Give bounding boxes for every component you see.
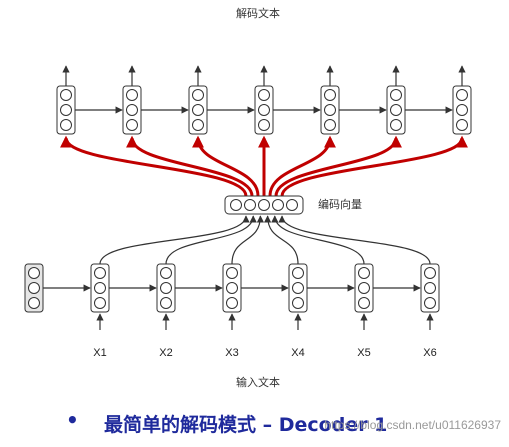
decoder-cell-unit bbox=[456, 119, 468, 131]
decoder-cell bbox=[386, 85, 406, 135]
bullet-point: • bbox=[66, 408, 79, 432]
encoding-vector-unit bbox=[286, 199, 298, 211]
input-token-label: X3 bbox=[225, 347, 238, 359]
encoder-cell-unit bbox=[424, 282, 436, 294]
attention-arrows bbox=[60, 135, 468, 197]
decoder-cell-unit bbox=[60, 119, 72, 131]
input-text-label: 输入文本 bbox=[236, 375, 280, 389]
caption-line: • 最简单的解码模式 – Decoder 1 https://blog.csdn… bbox=[0, 408, 509, 438]
decoder-cell-unit bbox=[258, 104, 270, 116]
decoder-cell-unit bbox=[324, 104, 336, 116]
decoder-cell-unit bbox=[192, 119, 204, 131]
encoder-cell-unit bbox=[292, 297, 304, 309]
encoder-cell-unit bbox=[358, 282, 370, 294]
encoder-cell-unit bbox=[160, 282, 172, 294]
attention-arrow bbox=[274, 135, 402, 197]
encoding-vector-unit bbox=[272, 199, 284, 211]
encoding-vector-unit bbox=[230, 199, 242, 211]
encoder-cell-unit bbox=[292, 267, 304, 279]
input-token-label: X5 bbox=[357, 347, 370, 359]
encoder-cell bbox=[354, 263, 374, 313]
decoder-cell-unit bbox=[126, 89, 138, 101]
decoder-cells bbox=[56, 65, 472, 135]
decoder-cell-unit bbox=[60, 104, 72, 116]
encoder-to-vector-arrow bbox=[231, 215, 264, 265]
encoder-cell-unit bbox=[160, 297, 172, 309]
encoder-cell bbox=[288, 263, 308, 313]
decoder-cell bbox=[320, 85, 340, 135]
encoder-cell-unit bbox=[226, 267, 238, 279]
seq2seq-diagram: 解码文本 编码向量 X1 X2 X3 X4 X5 X6 输入文本 bbox=[24, 6, 472, 389]
encoding-vector-unit bbox=[244, 199, 256, 211]
encoder-cell-unit bbox=[424, 267, 436, 279]
encoder-to-vector-arrow bbox=[165, 215, 257, 265]
encoder-cell bbox=[156, 263, 176, 313]
encoder-cell-unit bbox=[226, 297, 238, 309]
encoding-vector-label: 编码向量 bbox=[318, 197, 362, 211]
attention-arrow bbox=[268, 135, 336, 197]
encoder-initial-cell-unit bbox=[28, 297, 40, 309]
encoder-cell-unit bbox=[424, 297, 436, 309]
attention-arrow bbox=[192, 135, 260, 197]
decoder-cell-unit bbox=[126, 119, 138, 131]
decoder-cell-unit bbox=[126, 104, 138, 116]
watermark: https://blog.csdn.net/u011626937 bbox=[324, 418, 501, 432]
slide-caption: 最简单的解码模式 – Decoder 1 bbox=[104, 414, 388, 436]
decoder-cell-unit bbox=[390, 89, 402, 101]
attention-arrow bbox=[60, 135, 248, 197]
encoder-cell-unit bbox=[358, 297, 370, 309]
decoder-cell bbox=[254, 85, 274, 135]
decoder-cell-unit bbox=[456, 89, 468, 101]
decoder-cell-unit bbox=[192, 89, 204, 101]
decoder-cell-unit bbox=[324, 119, 336, 131]
encoder-cell-unit bbox=[358, 267, 370, 279]
encoding-vector-unit bbox=[258, 199, 270, 211]
encoder-cell-unit bbox=[94, 282, 106, 294]
encoder-initial-cell-unit bbox=[28, 267, 40, 279]
input-token-label: X4 bbox=[291, 347, 304, 359]
encoder-cell-unit bbox=[94, 267, 106, 279]
encoder-to-vector-arrow bbox=[278, 215, 431, 265]
encoder-cell-unit bbox=[94, 297, 106, 309]
decoder-cell-unit bbox=[390, 104, 402, 116]
decoder-cell-unit bbox=[258, 119, 270, 131]
input-tokens: X1 X2 X3 X4 X5 X6 bbox=[93, 347, 436, 359]
decoder-cell bbox=[122, 85, 142, 135]
encoder-to-vector-arrow bbox=[264, 215, 299, 265]
encoder-initial-cell bbox=[24, 263, 44, 313]
encoder-cells bbox=[24, 215, 440, 330]
encoder-to-vector-arrow bbox=[271, 215, 365, 265]
encoder-to-vector-arrow bbox=[99, 215, 250, 265]
decoder-cell-unit bbox=[324, 89, 336, 101]
input-token-label: X6 bbox=[423, 347, 436, 359]
decoder-cell bbox=[452, 85, 472, 135]
encoder-cell bbox=[90, 263, 110, 313]
encoding-vector bbox=[224, 195, 304, 215]
encoder-cell-unit bbox=[226, 282, 238, 294]
encoder-cell bbox=[222, 263, 242, 313]
attention-arrow bbox=[126, 135, 254, 197]
encoder-cell-unit bbox=[292, 282, 304, 294]
input-token-label: X2 bbox=[159, 347, 172, 359]
encoder-initial-cell-unit bbox=[28, 282, 40, 294]
decoder-cell bbox=[188, 85, 208, 135]
decoded-text-label: 解码文本 bbox=[236, 6, 280, 20]
input-token-label: X1 bbox=[93, 347, 106, 359]
decoder-cell-unit bbox=[60, 89, 72, 101]
decoder-cell-unit bbox=[390, 119, 402, 131]
decoder-cell bbox=[56, 85, 76, 135]
decoder-cell-unit bbox=[456, 104, 468, 116]
encoder-cell-unit bbox=[160, 267, 172, 279]
decoder-cell-unit bbox=[258, 89, 270, 101]
decoder-cell-unit bbox=[192, 104, 204, 116]
attention-arrow bbox=[280, 135, 468, 197]
encoder-cell bbox=[420, 263, 440, 313]
